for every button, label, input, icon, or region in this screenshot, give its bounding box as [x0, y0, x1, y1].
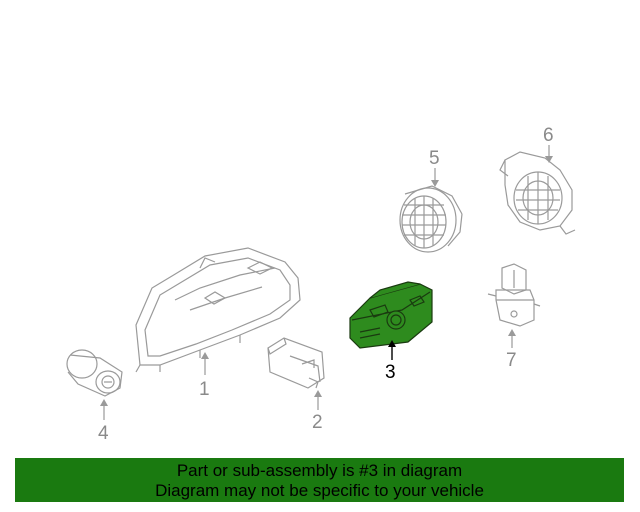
instrument-cluster-drawing	[135, 247, 301, 373]
part-label-5: 5	[429, 148, 440, 169]
callout-6: 6	[543, 125, 554, 163]
callout-5: 5	[429, 148, 440, 187]
part-label-7: 7	[506, 350, 517, 371]
part-label-4: 4	[98, 423, 109, 444]
relay-drawing	[487, 263, 541, 327]
speaker-drawing	[399, 185, 463, 253]
info-banner: Part or sub-assembly is #3 in diagram Di…	[15, 458, 624, 502]
callout-2: 2	[312, 390, 323, 433]
callout-3: 3	[385, 340, 396, 383]
speaker-with-bracket-drawing	[499, 151, 576, 235]
headlamp-switch-drawing	[349, 281, 433, 349]
banner-line-1: Part or sub-assembly is #3 in diagram	[176, 461, 463, 480]
callout-7: 7	[506, 329, 517, 371]
part-label-3: 3	[385, 362, 396, 383]
ignition-switch-drawing	[66, 349, 123, 397]
part-label-1: 1	[199, 379, 210, 400]
part-label-6: 6	[543, 125, 554, 146]
callout-4: 4	[98, 399, 109, 444]
small-switch-drawing	[267, 337, 325, 389]
callout-1: 1	[199, 352, 210, 400]
part-label-2: 2	[312, 412, 323, 433]
banner-line-2: Diagram may not be specific to your vehi…	[155, 481, 484, 500]
